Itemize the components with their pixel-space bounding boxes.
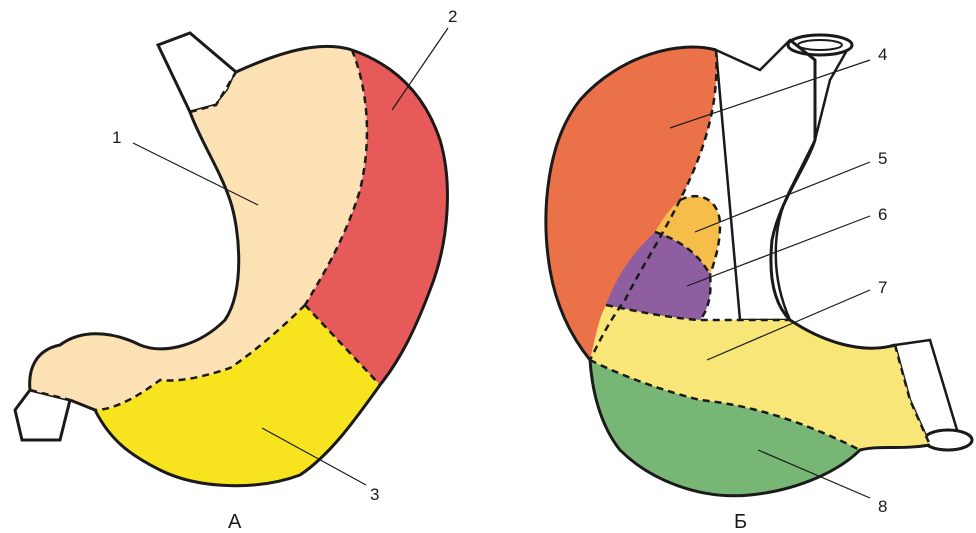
caption-b: Б	[734, 511, 747, 533]
label-6: 6	[878, 205, 887, 224]
label-5: 5	[878, 149, 887, 168]
label-8: 8	[878, 497, 887, 516]
esophagus-b	[716, 40, 850, 320]
caption-a: А	[228, 511, 242, 533]
label-3: 3	[370, 485, 379, 504]
label-1: 1	[112, 128, 121, 147]
label-4: 4	[878, 45, 887, 64]
figure-b: 4 5 6 7 8 Б	[546, 35, 972, 533]
figure-a: 1 2 3 А	[15, 7, 457, 533]
duodenum-opening-b	[924, 430, 972, 450]
label-2: 2	[448, 7, 457, 26]
label-7: 7	[878, 278, 887, 297]
